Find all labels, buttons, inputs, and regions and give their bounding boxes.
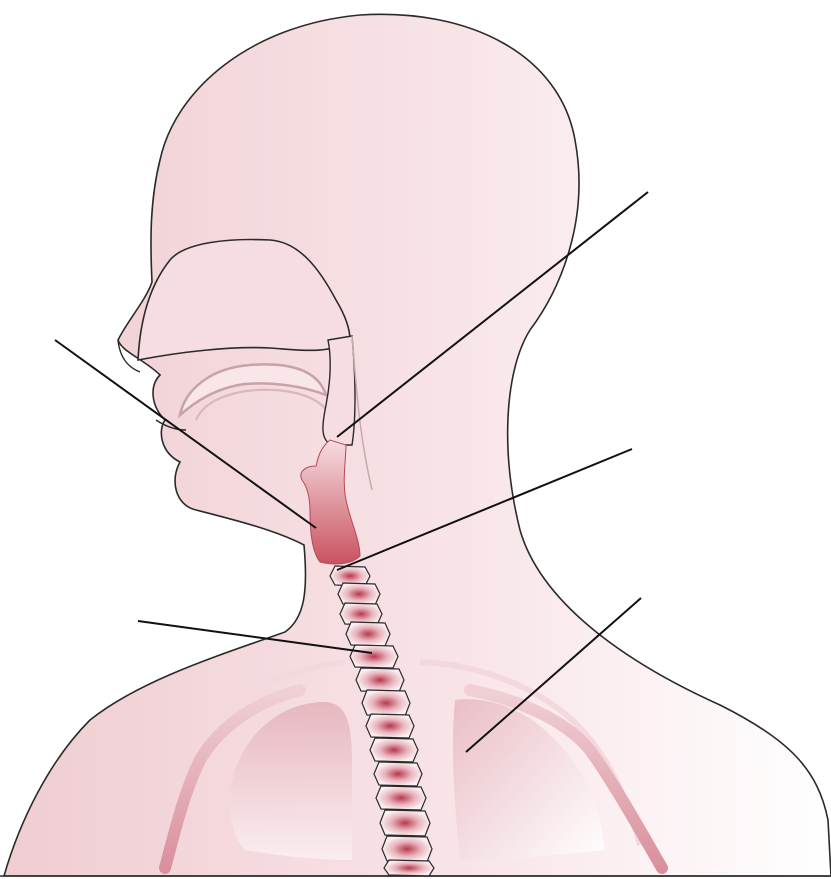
- trachea-ring: [370, 738, 418, 762]
- trachea-ring: [350, 645, 398, 668]
- trachea-ring: [380, 810, 430, 836]
- trachea-ring: [374, 762, 422, 786]
- trachea-ring: [356, 668, 404, 692]
- trachea-ring: [384, 860, 434, 876]
- trachea-ring: [362, 690, 410, 716]
- trachea-ring: [376, 786, 426, 810]
- trachea-ring: [346, 622, 390, 646]
- trachea-ring: [338, 583, 380, 605]
- trachea-ring: [382, 836, 432, 862]
- body-silhouette: [4, 14, 831, 876]
- trachea-ring: [366, 714, 414, 738]
